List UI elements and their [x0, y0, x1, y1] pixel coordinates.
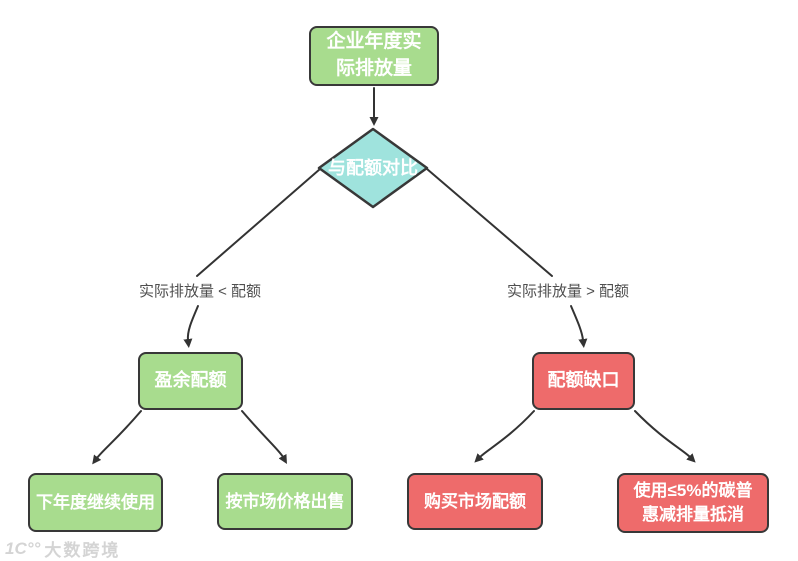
edge-decision-greater — [426, 168, 553, 277]
node-sell-market-price: 按市场价格出售 — [217, 473, 353, 530]
decision-diamond-shape — [317, 127, 429, 209]
node-quota-gap: 配额缺口 — [532, 352, 635, 410]
node-carbon-offset: 使用≤5%的碳普惠减排量抵消 — [617, 473, 769, 533]
node-annual-emissions: 企业年度实际排放量 — [309, 26, 439, 86]
edge-surplus-sell — [241, 410, 287, 464]
edge-less-surplus — [183, 305, 199, 348]
edge-label-less-than: 实际排放量 < 配额 — [138, 283, 262, 300]
edge-label-greater-than: 实际排放量 > 配额 — [506, 283, 630, 300]
edge-decision-less — [196, 168, 321, 277]
watermark: 1C°° 大数跨境 — [5, 536, 120, 561]
watermark-text: 大数跨境 — [44, 541, 121, 560]
node-surplus-quota: 盈余配额 — [138, 352, 243, 410]
node-compare-quota-label: 与配额对比 — [328, 158, 418, 178]
watermark-logo-icon: 1C°° — [5, 538, 41, 558]
edge-greater-gap — [570, 305, 588, 348]
edge-gap-offset — [634, 410, 696, 463]
node-use-next-year: 下年度继续使用 — [28, 473, 163, 532]
edge-gap-buy — [474, 410, 535, 463]
node-buy-market-quota: 购买市场配额 — [407, 473, 543, 530]
edge-surplus-nextyear — [92, 410, 142, 465]
